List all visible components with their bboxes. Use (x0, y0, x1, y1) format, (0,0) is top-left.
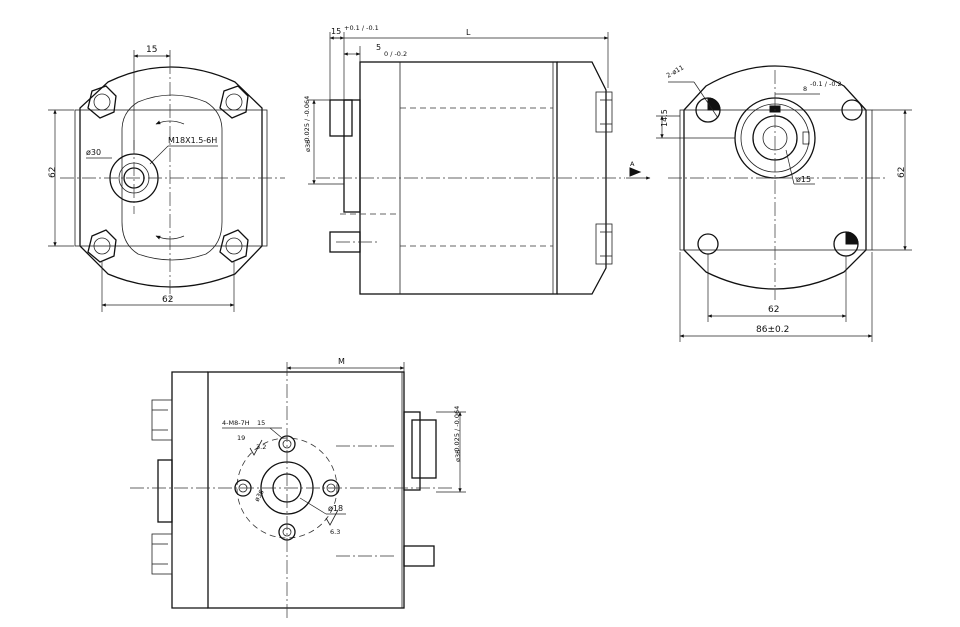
rear-flange (679, 109, 873, 251)
bolt-head-br (219, 229, 249, 263)
side-dim-flange: 15 (331, 27, 341, 36)
side-shaft-dia: ø38 (304, 140, 312, 152)
side-dim-step-tol: 0 / -0.2 (384, 50, 407, 58)
bottom-shaft-dia-tol: -0.025 / -0.064 (453, 406, 461, 454)
side-rear-cover (557, 61, 607, 295)
view-arrow-icon (629, 167, 642, 177)
bottom-port-dia: ø18 (328, 504, 343, 513)
side-dim-length: L (466, 28, 471, 37)
bottom-roughness-b: 6.3 (330, 528, 340, 536)
bottom-roughness-a: 3.2 (256, 443, 266, 451)
side-view: 15 +0.1 / -0.1 5 0 / -0.2 L ø38 -0.025 /… (303, 24, 651, 295)
rear-dim-width: 86±0.2 (756, 325, 789, 335)
front-inner-housing (121, 94, 223, 261)
bottom-front-cover (171, 371, 208, 609)
bottom-shaft (411, 419, 437, 479)
front-port-thread: M18X1.5-6H (168, 136, 217, 145)
front-dim-bottom: 62 (162, 295, 173, 305)
rear-view: 2-ø11 8 -0.1 / -0.2 14.5 62 ø15 62 86±0.… (656, 63, 912, 342)
bottom-drill-depth: 19 (237, 434, 245, 442)
bottom-shaft-dia: ø38 (454, 450, 462, 462)
bolt-head-tl (87, 85, 117, 119)
rear-body-outline (683, 65, 867, 290)
side-shaft-dia-tol: -0.025 / -0.064 (303, 96, 311, 144)
side-arrow-mark: A (630, 160, 635, 168)
rear-bore-dia: ø15 (796, 175, 811, 184)
rear-dim-key: 8 (803, 85, 807, 93)
rear-dim-holes: 62 (768, 305, 779, 315)
rear-dim-height: 62 (897, 167, 907, 178)
side-dim-step: 5 (376, 43, 381, 52)
bottom-shaft-flange (403, 411, 421, 491)
side-dim-flange-tol: +0.1 / -0.1 (344, 24, 379, 32)
front-dim-height: 62 (48, 167, 58, 178)
side-shaft (329, 99, 353, 137)
bolt-head-tr (219, 85, 249, 119)
roughness-b-icon (325, 509, 339, 526)
front-port-dia: ø30 (86, 148, 101, 157)
roughness-a-icon (249, 439, 263, 456)
rear-holes: 2-ø11 (665, 63, 685, 79)
rear-dim-offset: 14.5 (660, 109, 669, 127)
bottom-thread-depth: 15 (257, 419, 265, 427)
bottom-dim-m: M (338, 357, 345, 366)
bolt-head-bl (87, 229, 117, 263)
front-dim-top: 15 (146, 45, 157, 55)
bottom-thread-spec: 4-M8-7H (222, 419, 250, 427)
front-view: 15 62 62 M18X1.5-6H ø30 (48, 45, 285, 312)
bottom-view: M 4-M8-7H 15 19 3.2 ø36 ø18 6.3 ø38 -0.0… (130, 357, 466, 618)
front-body-outline (79, 66, 263, 288)
rear-dim-key-tol: -0.1 / -0.2 (810, 80, 842, 88)
